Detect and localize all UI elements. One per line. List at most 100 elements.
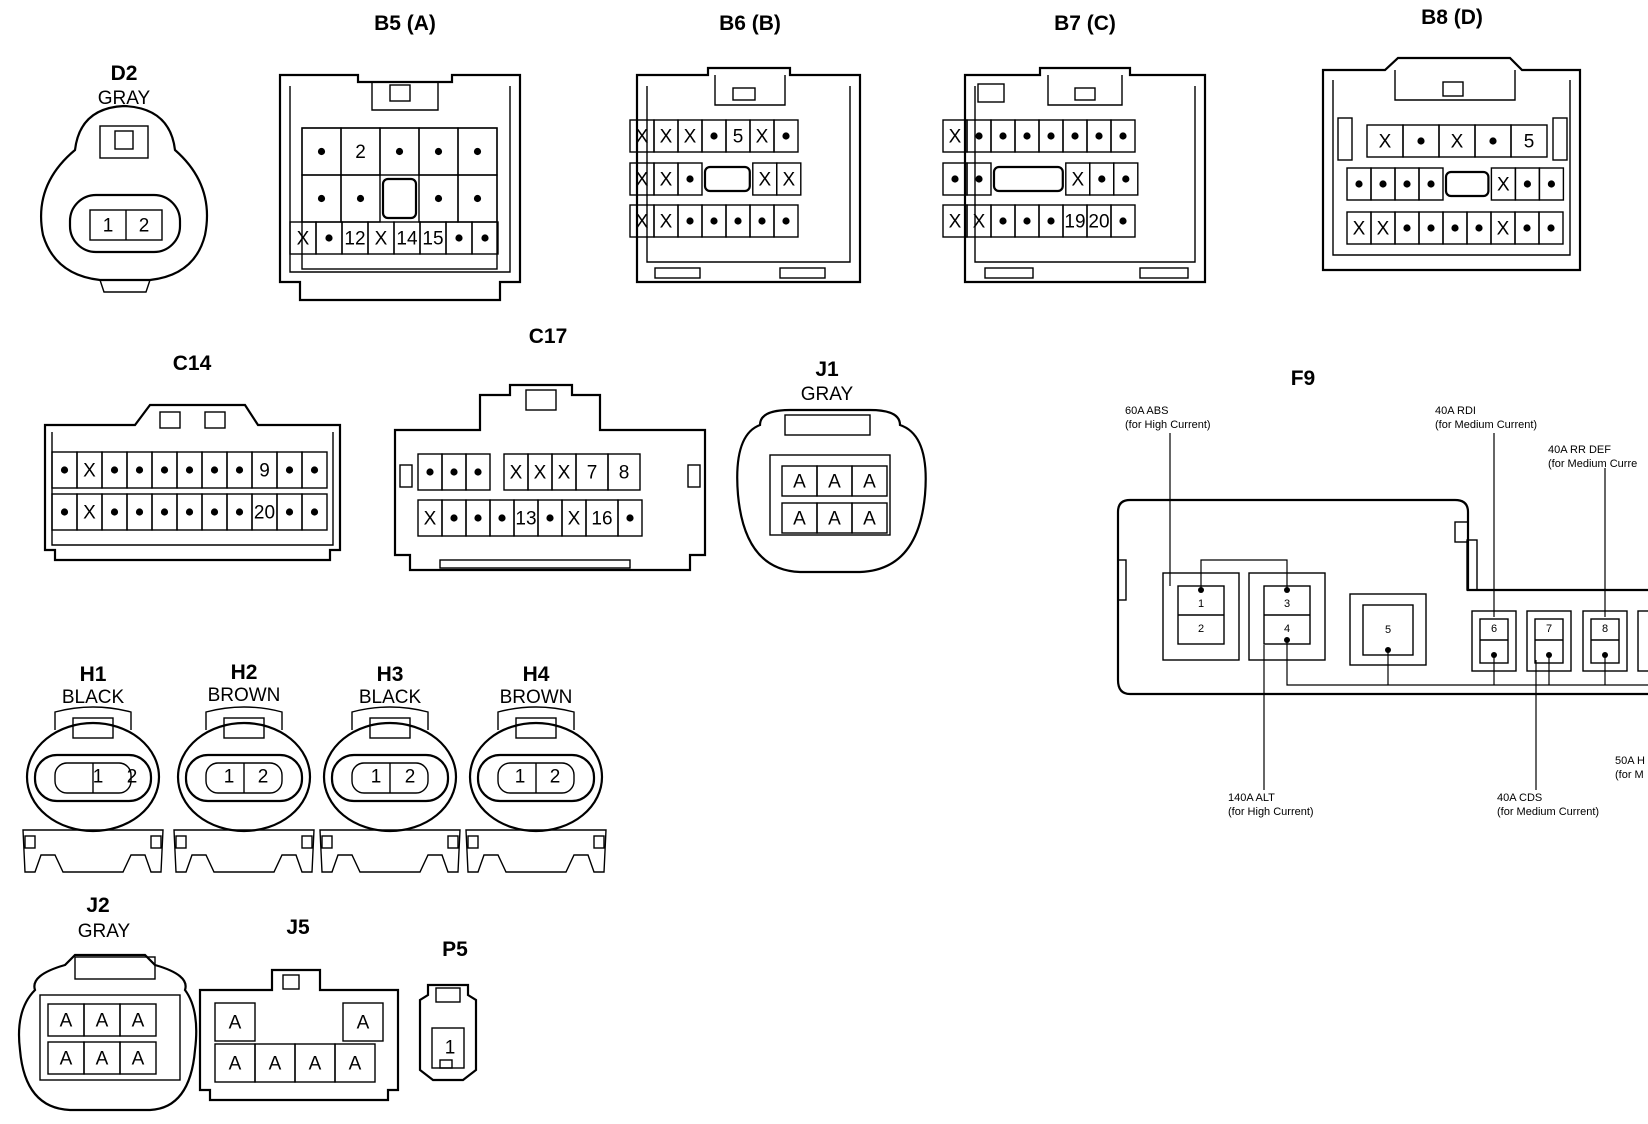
fuse-slot: 4: [1284, 623, 1290, 635]
pin-label: X: [568, 509, 581, 530]
cavity: X: [1438, 124, 1476, 158]
pin-dot: [1379, 180, 1387, 188]
fuse-slot: 8: [1602, 623, 1608, 635]
pin-dot: [1119, 132, 1127, 140]
cavity: [1110, 119, 1136, 153]
h1-pin: 2: [127, 767, 138, 788]
cavity: [315, 221, 343, 255]
pin-dot: [1403, 180, 1411, 188]
pin-dot: [210, 466, 219, 474]
cavity: X: [677, 119, 703, 153]
cavity: [301, 451, 328, 489]
pin-label: X: [297, 229, 310, 250]
cavity: X: [749, 119, 775, 153]
pin-dot: [474, 514, 482, 522]
cavity: [677, 162, 703, 196]
pin-dot: [450, 468, 458, 476]
pin-dot: [686, 217, 694, 225]
pin-label: X: [782, 170, 795, 191]
pin-dot: [1119, 217, 1127, 225]
pin-label: X: [83, 461, 96, 482]
cavity: A: [851, 465, 888, 497]
cavity: [1014, 119, 1040, 153]
c17-title: C17: [529, 325, 568, 348]
d2-pin: 1: [103, 216, 114, 237]
pin-dot: [782, 132, 790, 140]
f9-title: F9: [1291, 367, 1316, 390]
cavity: X: [1065, 162, 1091, 196]
connector-h4: H4 BROWN 1 2: [465, 663, 607, 873]
cavity: [276, 493, 303, 531]
cavity: [1402, 124, 1440, 158]
pin-dot: [1098, 175, 1106, 183]
cavity: X: [367, 221, 395, 255]
pin-label: X: [1497, 175, 1510, 196]
cavity: [1394, 211, 1420, 245]
b8-title: B8 (D): [1421, 6, 1483, 29]
cavity: X: [1346, 211, 1372, 245]
pin-label: X: [83, 503, 96, 524]
label-abs-name: 60A ABS: [1125, 405, 1168, 417]
pin-dot: [60, 508, 69, 516]
cavity: [126, 451, 153, 489]
cavity: [301, 127, 342, 176]
cavity: [1442, 211, 1468, 245]
cavity: A: [83, 1041, 121, 1075]
cavity: [1062, 119, 1088, 153]
label-rdi-name: 40A RDI: [1435, 405, 1476, 417]
h4-pin: 2: [550, 767, 561, 788]
pin-dot: [1547, 180, 1555, 188]
pin-dot: [325, 234, 333, 242]
d2-color: GRAY: [98, 88, 151, 109]
cavity: [379, 127, 420, 176]
pin-dot: [160, 466, 169, 474]
pin-label: 13: [515, 509, 536, 530]
cavity: [1538, 211, 1564, 245]
h2-color: BROWN: [208, 685, 281, 706]
pin-label: X: [1451, 132, 1464, 153]
cavity: [276, 451, 303, 489]
fuse-slot: 1: [1198, 598, 1204, 610]
cavity: [1014, 204, 1040, 238]
cavity: X: [1490, 167, 1517, 201]
cavity: X: [76, 451, 103, 489]
pin-dot: [1355, 180, 1363, 188]
cavity: X: [527, 453, 553, 491]
cavity: [101, 451, 128, 489]
cavity: [445, 221, 473, 255]
cavity: A: [851, 502, 888, 534]
cavity: [966, 162, 992, 196]
cavity: [151, 451, 178, 489]
cavity: [465, 453, 491, 491]
d2-pin: 2: [139, 216, 150, 237]
pin-label: 2: [355, 142, 366, 163]
cavity: [1110, 204, 1136, 238]
pin-dot: [474, 468, 482, 476]
cavity: [381, 177, 418, 220]
pin-label: 19: [1064, 212, 1085, 233]
cavity: X: [1490, 211, 1516, 245]
cavity: A: [342, 1002, 384, 1042]
pin-dot: [951, 175, 959, 183]
pin-label: A: [132, 1011, 145, 1032]
pin-label: X: [973, 212, 986, 233]
connector-body: [22, 706, 164, 873]
label-alt-note: (for High Current): [1228, 806, 1314, 818]
pin-dot: [285, 466, 294, 474]
pin-dot: [160, 508, 169, 516]
d2-title: D2: [111, 62, 138, 85]
cavity: [1418, 211, 1444, 245]
pin-label: 15: [422, 229, 443, 250]
pin-dot: [1071, 132, 1079, 140]
pin-dot: [135, 466, 144, 474]
pin-label: 14: [396, 229, 418, 250]
cavity: X: [629, 204, 655, 238]
pin-dot: [626, 514, 634, 522]
pin-dot: [1023, 217, 1031, 225]
